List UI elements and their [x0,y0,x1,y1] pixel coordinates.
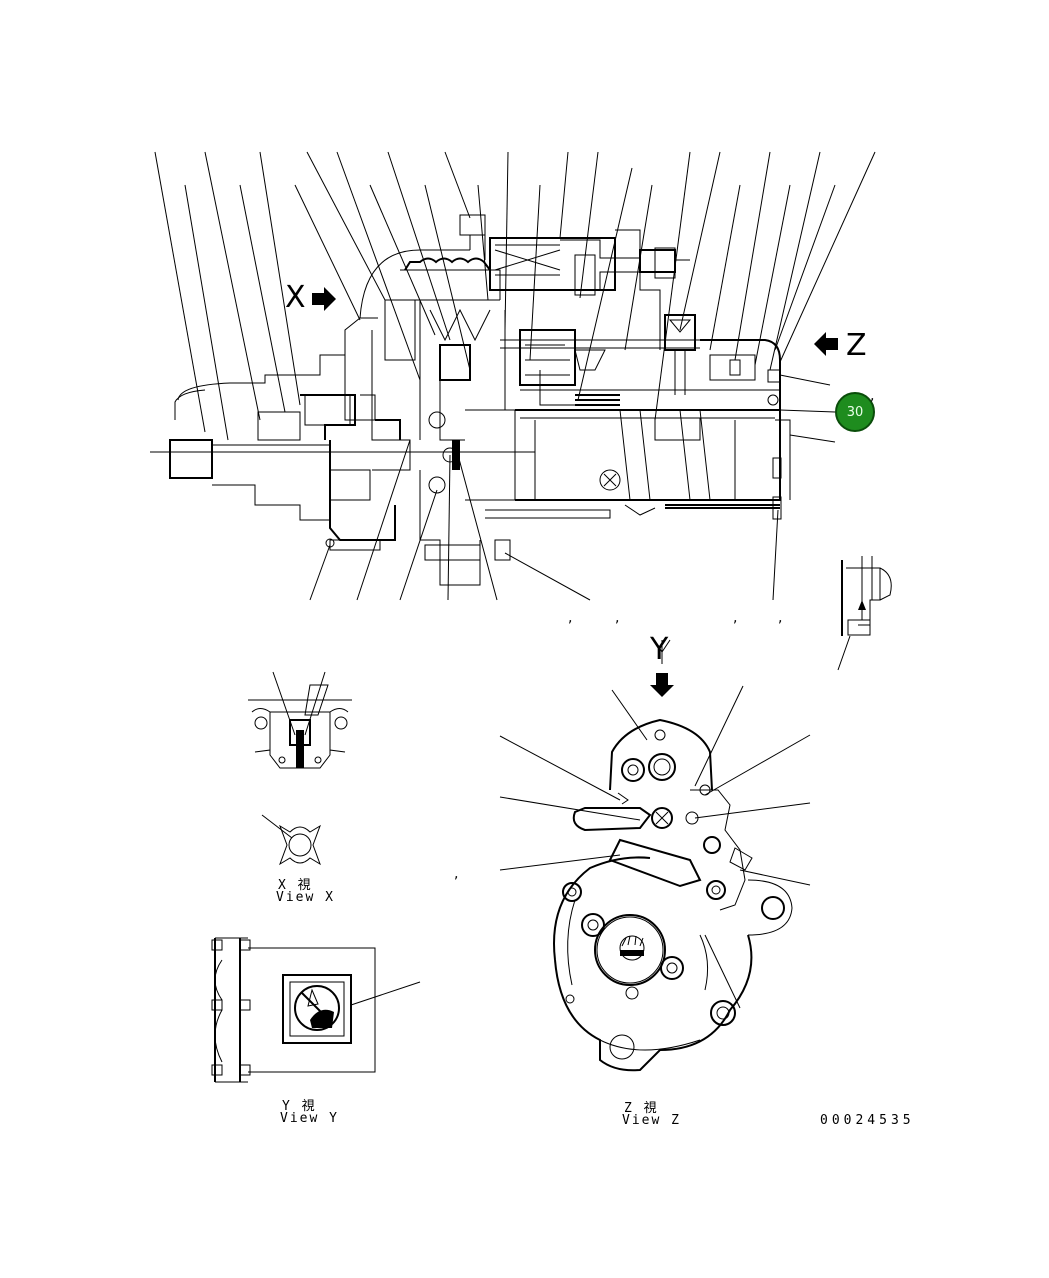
terminal-detail [837,556,892,671]
comma-mark: , [568,610,573,626]
comma-mark: , [778,610,783,626]
right-leader-lines [779,374,836,443]
arrow-y-pointer [650,673,674,697]
view-y-detail [211,937,421,1083]
arrow-x-pointer [312,287,336,311]
view-x-detail [261,814,321,866]
bottom-leader-lines [309,439,779,601]
comma-mark: , [615,610,620,626]
callout-badge-30: 30 [835,392,875,432]
view-y-caption-en: View Y [280,1111,339,1126]
view-z-caption-en: View Z [622,1113,681,1128]
starter-side-section [150,214,791,586]
comma-mark: , [733,610,738,626]
view-z-caption-jp: Z 視 [624,1101,659,1116]
arrow-z-pointer [814,332,838,356]
comma-mark: , [454,866,459,882]
view-x-caption-en: View X [276,890,335,905]
arrow-z-label: Z [846,328,867,363]
arrow-y-label: Y [650,632,669,667]
drawing-number: 00024535 [820,1113,915,1128]
arrow-x-label: X [285,280,306,315]
view-z-detail [499,685,811,1072]
view-x-detail-upper [248,671,352,769]
view-y-caption-jp: Y 視 [282,1099,317,1114]
top-leader-lines [154,151,876,441]
view-x-caption-jp: X 視 [278,878,313,893]
comma-mark: , [870,388,875,404]
